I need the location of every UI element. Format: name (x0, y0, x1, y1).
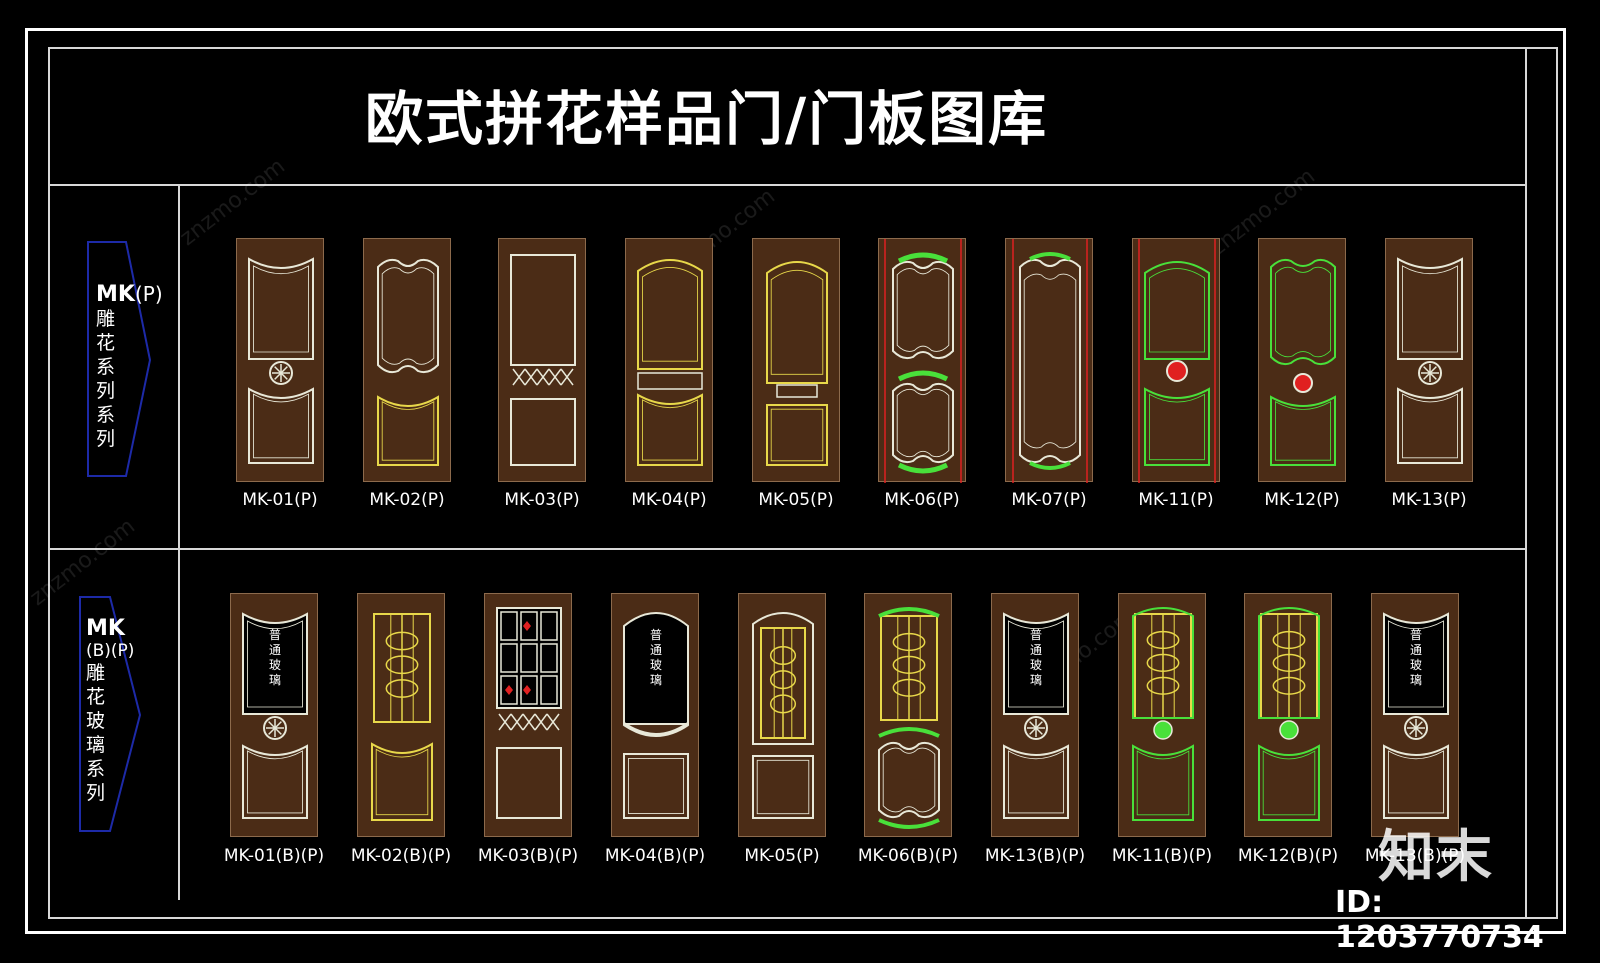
door-label: MK-07(P) (1011, 490, 1087, 510)
series-label-row1: MK(P) 雕花系列系列 (96, 282, 163, 451)
door-drawing[interactable] (498, 238, 586, 482)
row-divider (48, 548, 1526, 550)
door-drawing[interactable] (363, 238, 451, 482)
door-panel-graphic (622, 612, 690, 819)
title-divider (48, 184, 1526, 186)
series-char: 系 (96, 356, 116, 378)
door-drawing[interactable] (752, 238, 840, 482)
door-panel-graphic (1383, 612, 1449, 819)
glass-note: 普通玻璃 (649, 628, 662, 687)
label-column-divider (178, 184, 180, 900)
series-chars: 雕花系列系列 (96, 307, 118, 451)
door-panel-graphic (248, 257, 314, 464)
door-label: MK-02(B)(P) (350, 846, 452, 866)
door-panel-graphic (878, 607, 940, 829)
door-label: MK-02(P) (369, 490, 445, 510)
door-drawing[interactable] (864, 593, 952, 837)
image-id: ID: 1203770734 (1335, 885, 1544, 955)
door-panel-graphic (1138, 239, 1216, 483)
door-panel-graphic (1132, 607, 1194, 821)
door-drawing[interactable] (1118, 593, 1206, 837)
series-char: 璃 (86, 734, 106, 756)
right-border-line (1525, 47, 1527, 919)
door-drawing[interactable] (357, 593, 445, 837)
series-char: 玻 (86, 710, 106, 732)
brand-logo: 知末 (1378, 825, 1494, 890)
door-label: MK-11(P) (1138, 490, 1214, 510)
door-label: MK-01(B)(P) (223, 846, 325, 866)
door-drawing[interactable]: 普通玻璃 (991, 593, 1079, 837)
door-drawing[interactable] (1258, 238, 1346, 482)
door-label: MK-12(P) (1264, 490, 1340, 510)
door-label: MK-03(B)(P) (477, 846, 579, 866)
door-label: MK-04(P) (631, 490, 707, 510)
series-char: 列 (86, 782, 106, 804)
door-label: MK-05(P) (744, 846, 820, 866)
series-code: MK (86, 616, 125, 641)
door-drawing[interactable] (1132, 238, 1220, 483)
door-panel-graphic (766, 261, 828, 466)
door-drawing[interactable]: 普通玻璃 (611, 593, 699, 837)
series-char: 雕 (86, 662, 106, 684)
door-label: MK-01(P) (242, 490, 318, 510)
door-drawing[interactable] (878, 238, 966, 483)
door-drawing[interactable] (1385, 238, 1473, 482)
door-label: MK-03(P) (504, 490, 580, 510)
inner-frame (48, 47, 1558, 919)
outer-frame (25, 28, 1566, 934)
door-panel-graphic (752, 612, 814, 819)
door-panel-graphic (1397, 257, 1463, 464)
door-panel-graphic (637, 259, 703, 466)
door-panel-graphic (496, 607, 562, 819)
door-panel-graphic (242, 612, 308, 819)
door-drawing[interactable] (1244, 593, 1332, 837)
door-drawing[interactable]: 普通玻璃 (1371, 593, 1459, 837)
door-label: MK-06(P) (884, 490, 960, 510)
door-label: MK-13(B)(P) (1364, 846, 1466, 866)
door-panel-graphic (510, 254, 576, 466)
door-drawing[interactable] (484, 593, 572, 837)
door-panel-graphic (1258, 607, 1320, 821)
door-label: MK-05(P) (758, 490, 834, 510)
series-char: 列 (96, 380, 116, 402)
series-char: 系 (96, 404, 116, 426)
door-label: MK-13(P) (1391, 490, 1467, 510)
door-drawing[interactable] (625, 238, 713, 482)
door-label: MK-06(B)(P) (857, 846, 959, 866)
series-suffix: (B)(P) (86, 641, 135, 661)
series-char: 雕 (96, 308, 116, 330)
door-panel-graphic (1003, 612, 1069, 819)
series-suffix: (P) (134, 282, 163, 306)
series-char: 花 (96, 332, 116, 354)
door-panel-graphic (1270, 258, 1336, 466)
door-label: MK-04(B)(P) (604, 846, 706, 866)
door-panel-graphic (1012, 239, 1088, 483)
door-label: MK-12(B)(P) (1237, 846, 1339, 866)
series-char: 列 (96, 428, 116, 450)
series-code: MK (96, 282, 135, 307)
door-drawing[interactable] (236, 238, 324, 482)
door-drawing[interactable] (1005, 238, 1093, 483)
series-char: 系 (86, 758, 106, 780)
series-arrow-row2 (79, 596, 142, 832)
page-title: 欧式拼花样品门/门板图库 (365, 85, 1049, 153)
series-chars: 雕花玻璃系列 (86, 661, 108, 805)
series-char: 花 (86, 686, 106, 708)
series-arrow-row1 (87, 241, 152, 477)
door-label: MK-11(B)(P) (1111, 846, 1213, 866)
door-panel-graphic (371, 613, 433, 821)
door-label: MK-13(B)(P) (984, 846, 1086, 866)
door-panel-graphic (377, 258, 439, 466)
glass-note: 普通玻璃 (268, 628, 281, 687)
door-drawing[interactable]: 普通玻璃 (230, 593, 318, 837)
glass-note: 普通玻璃 (1409, 628, 1422, 687)
door-drawing[interactable] (738, 593, 826, 837)
glass-note: 普通玻璃 (1029, 628, 1042, 687)
series-label-row2: MK (B)(P) 雕花玻璃系列 (86, 616, 134, 805)
door-panel-graphic (884, 239, 962, 483)
